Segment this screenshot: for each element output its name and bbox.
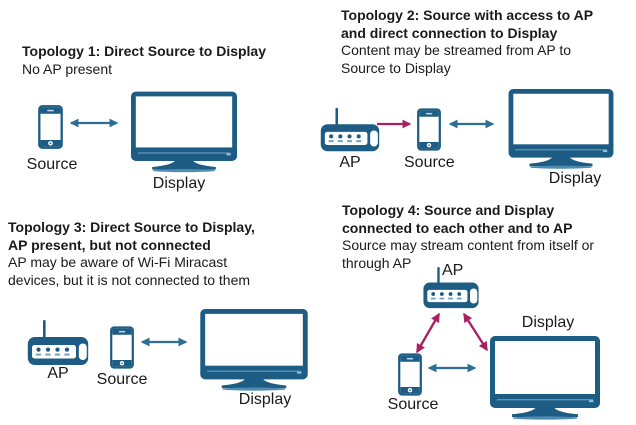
double-arrow-icon: [69, 118, 119, 128]
source-phone-icon: [38, 105, 63, 149]
topology-3-title: Topology 3: Direct Source to Display, AP…: [8, 219, 255, 253]
display-tv-icon: [507, 89, 615, 171]
ap-label: AP: [47, 365, 69, 382]
display-label: Display: [548, 170, 602, 187]
topology-2-panel: Topology 2: Source with access to AP and…: [318, 0, 636, 212]
source-label: Source: [96, 371, 148, 388]
topology-2-subtitle: Content may be streamed from AP to Sourc…: [341, 42, 572, 76]
source-label: Source: [26, 156, 78, 173]
access-point-icon: [421, 267, 481, 309]
double-arrow-icon: [416, 312, 440, 354]
access-point-icon: [320, 107, 380, 153]
source-label: Source: [387, 396, 439, 413]
topology-4-panel: Topology 4: Source and Display connected…: [318, 200, 636, 425]
topology-2-title: Topology 2: Source with access to AP and…: [341, 7, 594, 41]
double-arrow-icon: [448, 119, 495, 129]
topology-1-subtitle: No AP present: [22, 61, 113, 77]
source-phone-icon: [398, 353, 422, 396]
display-label: Display: [152, 175, 206, 192]
single-arrow-icon: [377, 119, 412, 129]
display-tv-icon: [131, 91, 237, 175]
ap-label: AP: [442, 262, 464, 279]
double-arrow-icon: [463, 312, 488, 352]
display-tv-icon: [200, 309, 308, 393]
topology-1-title: Topology 1: Direct Source to Display: [22, 43, 267, 59]
topology-3-subtitle: AP may be aware of Wi-Fi Miracast device…: [8, 254, 251, 288]
source-phone-icon: [110, 326, 134, 369]
display-tv-icon: [490, 336, 600, 422]
topology-1-panel: Topology 1: Direct Source to Display No …: [0, 0, 318, 212]
source-phone-icon: [417, 108, 441, 151]
double-arrow-icon: [140, 337, 188, 347]
ap-label: AP: [339, 154, 361, 171]
topology-3-panel: Topology 3: Direct Source to Display, AP…: [0, 212, 318, 425]
topology-4-subtitle: Source may stream content from itself or…: [342, 237, 595, 271]
source-label: Source: [404, 154, 455, 171]
access-point-icon: [27, 320, 89, 366]
display-label: Display: [521, 314, 575, 331]
display-label: Display: [238, 391, 292, 408]
double-arrow-icon: [427, 363, 477, 373]
topology-4-title: Topology 4: Source and Display connected…: [342, 202, 573, 236]
